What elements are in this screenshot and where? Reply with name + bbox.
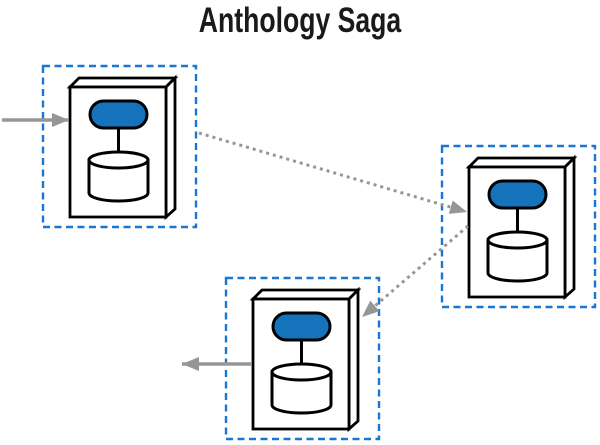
service-3-component-icon: [271, 311, 332, 342]
service-2-component-icon: [487, 179, 548, 210]
cylinder-top: [486, 230, 549, 250]
flow-arrow-service1-to-service2: [198, 131, 468, 214]
service-2-boundary: [440, 144, 597, 309]
service-1-boundary: [41, 64, 198, 229]
service-1: [41, 64, 198, 229]
cylinder-body: [87, 158, 150, 203]
service-3: [224, 276, 381, 441]
service-3-database-icon: [270, 362, 333, 415]
service-1-component-icon: [88, 99, 149, 130]
diagram-title: Anthology Saga: [198, 1, 402, 40]
cylinder-top: [87, 150, 150, 170]
service-3-boundary: [224, 276, 381, 441]
service-2-database-icon: [486, 230, 549, 283]
flow-arrow-service2-to-service3: [361, 224, 469, 319]
cylinder-body: [486, 238, 549, 283]
service-1-database-icon: [87, 150, 150, 203]
service-2: [440, 144, 597, 309]
cylinder-body: [270, 370, 333, 415]
cylinder-top: [270, 362, 333, 382]
